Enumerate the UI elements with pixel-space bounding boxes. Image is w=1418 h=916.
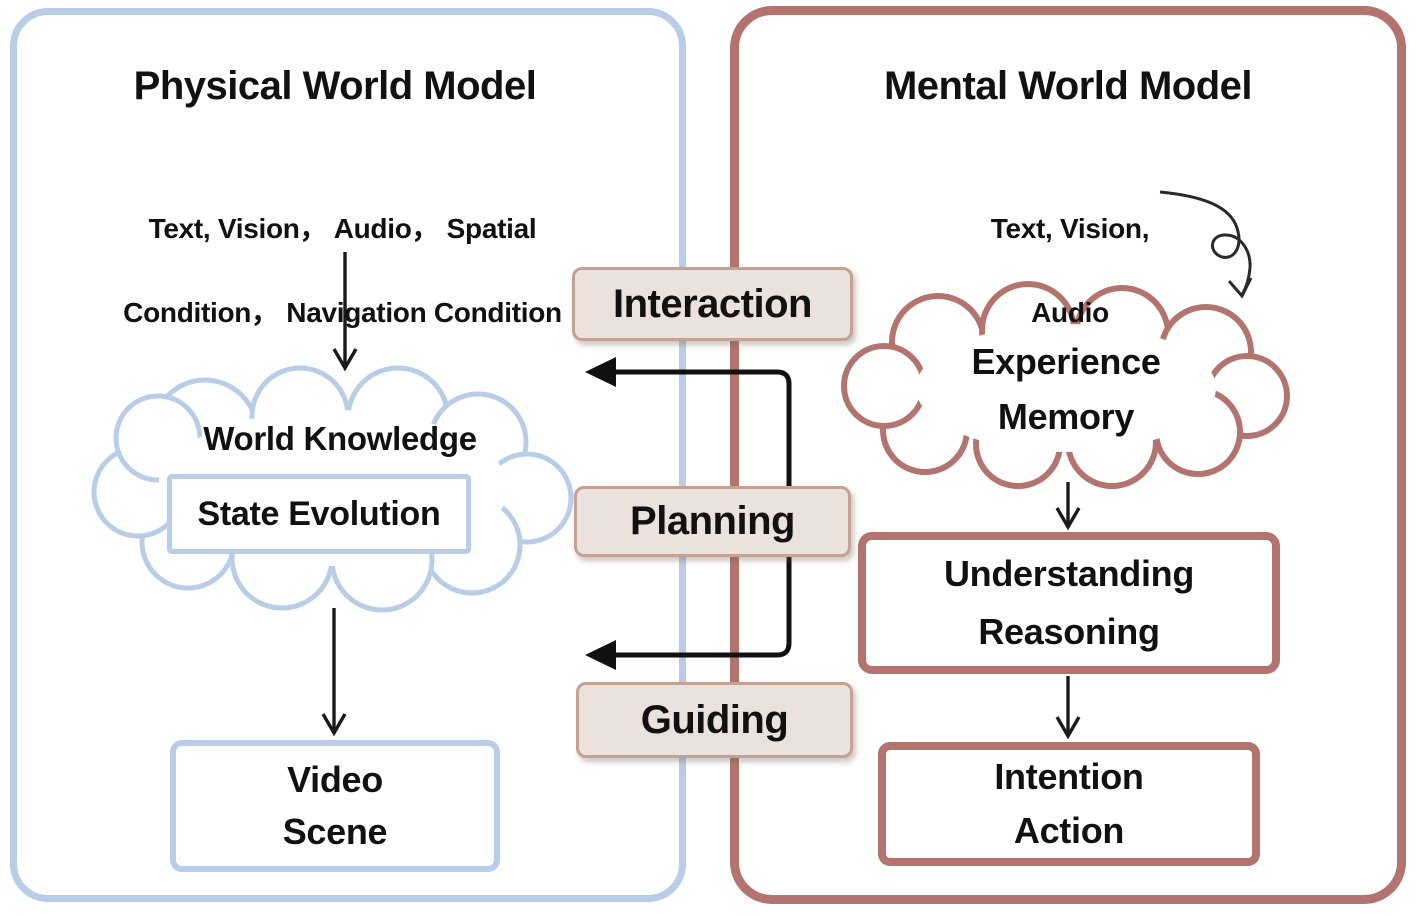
physical-input-modalities: Text, Vision， Audio， Spatial Condition， … — [70, 166, 615, 334]
experience-label: Experience — [971, 341, 1161, 382]
curvy-arrow-inputs-to-cloud-icon — [1159, 190, 1253, 299]
experience-memory-label: Experience Memory — [916, 334, 1216, 444]
arrow-cloud-to-understanding-icon — [1055, 482, 1081, 531]
physical-inputs-line1: Text, Vision， Audio， Spatial — [148, 213, 537, 244]
physical-panel-title: Physical World Model — [133, 64, 537, 108]
intention-action-box: Intention Action — [878, 742, 1260, 866]
video-scene-box: Video Scene — [170, 740, 500, 872]
world-knowledge-label: World Knowledge — [203, 420, 477, 457]
arrow-understanding-to-intention-icon — [1055, 676, 1081, 740]
experience-memory-cloud — [841, 281, 1290, 489]
physical-inputs-line2: Condition， Navigation Condition — [123, 297, 562, 328]
interaction-label: Interaction — [572, 267, 853, 341]
mental-input-modalities: Text, Vision, Audio — [910, 166, 1230, 334]
scene-label: Scene — [282, 811, 388, 852]
physical-world-model-panel — [10, 8, 686, 902]
understanding-label: Understanding — [943, 553, 1195, 594]
guiding-label: Guiding — [576, 682, 853, 758]
arrow-cloud-to-video-scene-icon — [321, 608, 347, 737]
mental-world-model-panel — [730, 6, 1406, 904]
arrowhead-interaction-icon — [585, 357, 616, 387]
state-evolution-box: State Evolution — [167, 474, 471, 554]
action-label: Action — [1013, 810, 1125, 851]
state-evolution-label: State Evolution — [197, 494, 441, 533]
memory-label: Memory — [997, 396, 1135, 437]
mental-panel-title: Mental World Model — [883, 64, 1253, 108]
video-label: Video — [287, 759, 383, 800]
reasoning-label: Reasoning — [978, 611, 1160, 652]
mental-inputs-line1: Text, Vision, — [990, 213, 1150, 244]
intention-label: Intention — [994, 756, 1144, 797]
understanding-reasoning-box: Understanding Reasoning — [858, 532, 1280, 674]
planning-label: Planning — [574, 486, 851, 557]
mental-inputs-line2: Audio — [1031, 297, 1109, 328]
arrowhead-guiding-icon — [585, 640, 616, 670]
arrow-inputs-to-world-knowledge-icon — [332, 252, 358, 372]
